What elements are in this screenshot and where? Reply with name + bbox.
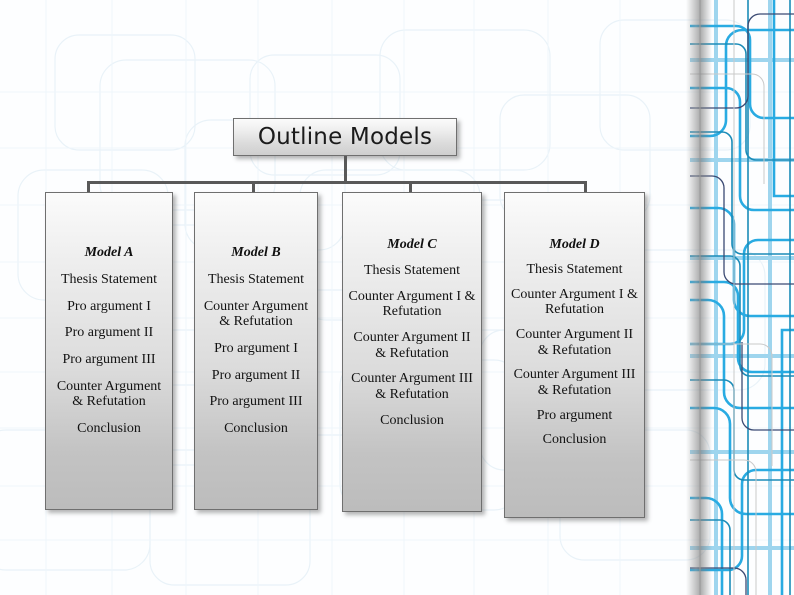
model-c-item-1: Thesis Statement bbox=[363, 263, 461, 279]
model-d-heading: Model D bbox=[549, 237, 600, 252]
model-a-heading: Model A bbox=[84, 245, 134, 260]
model-a-item-6: Conclusion bbox=[77, 421, 141, 437]
model-b-item-3: Pro argument I bbox=[214, 341, 298, 357]
background-gradient-band bbox=[686, 0, 712, 595]
connector-drop-model-c bbox=[409, 181, 412, 194]
model-box-d: Model D Thesis Statement Counter Argumen… bbox=[504, 192, 645, 518]
model-a-item-1: Thesis Statement bbox=[60, 272, 158, 288]
model-box-a: Model A Thesis Statement Pro argument I … bbox=[45, 192, 173, 510]
connector-drop-model-d bbox=[584, 181, 587, 194]
model-b-item-6: Conclusion bbox=[224, 421, 288, 437]
model-c-item-4: Counter Argument III & Refutation bbox=[351, 371, 473, 403]
model-d-item-5: Pro argument bbox=[536, 407, 613, 423]
model-d-item-6: Conclusion bbox=[542, 432, 607, 448]
model-d-item-2: Counter Argument I & Refutation bbox=[511, 286, 638, 318]
model-b-item-4: Pro argument II bbox=[211, 367, 301, 383]
title-box: Outline Models bbox=[233, 118, 457, 156]
model-a-item-2: Pro argument I bbox=[67, 298, 151, 314]
model-box-c: Model C Thesis Statement Counter Argumen… bbox=[342, 192, 482, 512]
connector-drop-model-b bbox=[252, 181, 255, 194]
model-b-heading: Model B bbox=[231, 245, 281, 260]
model-b-item-5: Pro argument III bbox=[209, 394, 303, 410]
model-a-item-4: Pro argument III bbox=[62, 352, 156, 368]
connector-horizontal-bus bbox=[87, 181, 587, 184]
model-b-item-1: Thesis Statement bbox=[207, 272, 305, 288]
connector-drop-model-a bbox=[87, 181, 90, 194]
model-a-item-5: Counter Argument & Refutation bbox=[56, 378, 162, 410]
model-box-b: Model B Thesis Statement Counter Argumen… bbox=[194, 192, 318, 510]
model-c-heading: Model C bbox=[387, 237, 437, 252]
model-c-item-2: Counter Argument I & Refutation bbox=[348, 288, 476, 320]
model-d-item-1: Thesis Statement bbox=[526, 262, 623, 278]
model-c-item-5: Conclusion bbox=[380, 412, 444, 428]
page-title: Outline Models bbox=[257, 124, 433, 150]
connector-title-stem bbox=[344, 155, 347, 183]
model-b-item-2: Counter Argument & Refutation bbox=[203, 298, 309, 330]
model-d-item-3: Counter Argument II & Refutation bbox=[515, 327, 634, 358]
model-c-item-3: Counter Argument II & Refutation bbox=[353, 330, 471, 361]
model-a-item-3: Pro argument II bbox=[64, 325, 154, 341]
model-d-item-4: Counter Argument III & Refutation bbox=[513, 367, 636, 399]
